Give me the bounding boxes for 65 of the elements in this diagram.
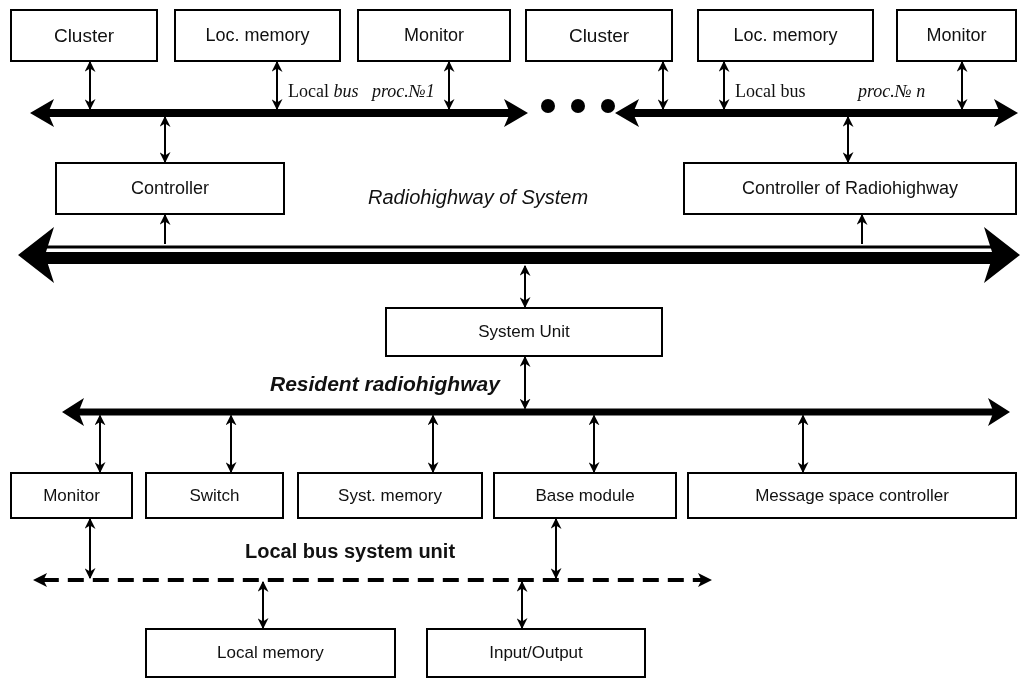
block-box: [525, 9, 673, 62]
connector-arrow: [856, 213, 868, 245]
block-box: [385, 307, 663, 357]
connector-arrow: [159, 213, 171, 245]
block-label: System Unit: [478, 322, 570, 342]
block-label: Monitor: [404, 25, 464, 46]
block-box: [145, 472, 284, 519]
block-box: [357, 9, 511, 62]
block-label: Input/Output: [489, 643, 583, 663]
block-box: [174, 9, 341, 62]
block-label: Loc. memory: [733, 25, 838, 46]
block-box: [697, 9, 874, 62]
dashed-bus-line: [33, 573, 712, 587]
block-box: [493, 472, 677, 519]
block-label: Base module: [535, 485, 635, 506]
bus-label: Local bus system unit: [245, 540, 456, 562]
bus-label: proc.№1: [372, 82, 435, 102]
bus-label: proc.№ n: [858, 82, 926, 102]
bus-line: [62, 398, 1010, 426]
connector-arrow: [519, 264, 531, 309]
bus-label: Resident radiohighway: [270, 372, 500, 396]
block-box: [55, 162, 285, 215]
connector-arrow: [94, 414, 106, 474]
connector-arrow: [225, 414, 237, 474]
block-box: [297, 472, 483, 519]
connector-arrow: [84, 517, 96, 580]
bus-line: [30, 99, 528, 127]
connector-arrow: [550, 517, 562, 580]
block-box: [145, 628, 396, 678]
connector-arrow: [842, 115, 854, 164]
connector-arrow: [516, 580, 528, 630]
block-label: Controller of Radiohighway: [741, 178, 959, 199]
bus-line: [18, 227, 1020, 283]
block-box: [426, 628, 646, 678]
block-box: [10, 472, 133, 519]
block-label: Syst. memory: [338, 485, 442, 506]
bus-line: [615, 99, 1018, 127]
connector-arrow: [271, 60, 283, 111]
block-box: [683, 162, 1017, 215]
block-label: Local memory: [217, 643, 324, 663]
connector-arrow: [718, 60, 730, 111]
bus-label: Local bus: [288, 82, 359, 102]
block-label: Cluster: [53, 24, 115, 47]
connector-arrow: [657, 60, 669, 111]
block-label: Cluster: [568, 24, 630, 47]
block-label: Monitor: [926, 25, 987, 46]
bus-label: Radiohighway of System: [368, 186, 589, 208]
block-box: [10, 9, 158, 62]
connector-arrow: [588, 414, 600, 474]
connector-arrow: [84, 60, 96, 111]
connector-arrow: [519, 355, 531, 410]
block-box: [687, 472, 1017, 519]
connector-arrow: [443, 60, 455, 111]
connector-arrow: [159, 115, 171, 164]
block-label: Loc. memory: [205, 25, 310, 46]
connector-arrow: [956, 60, 968, 111]
connector-arrow: [797, 414, 809, 474]
block-label: Monitor: [43, 485, 100, 506]
connector-arrow: [257, 580, 269, 630]
block-label: Message space controller: [755, 485, 949, 506]
connector-arrow: [427, 414, 439, 474]
bus-label: Local bus: [735, 82, 806, 102]
block-label: Controller: [131, 178, 209, 199]
block-label: Switch: [189, 485, 240, 506]
block-box: [896, 9, 1017, 62]
